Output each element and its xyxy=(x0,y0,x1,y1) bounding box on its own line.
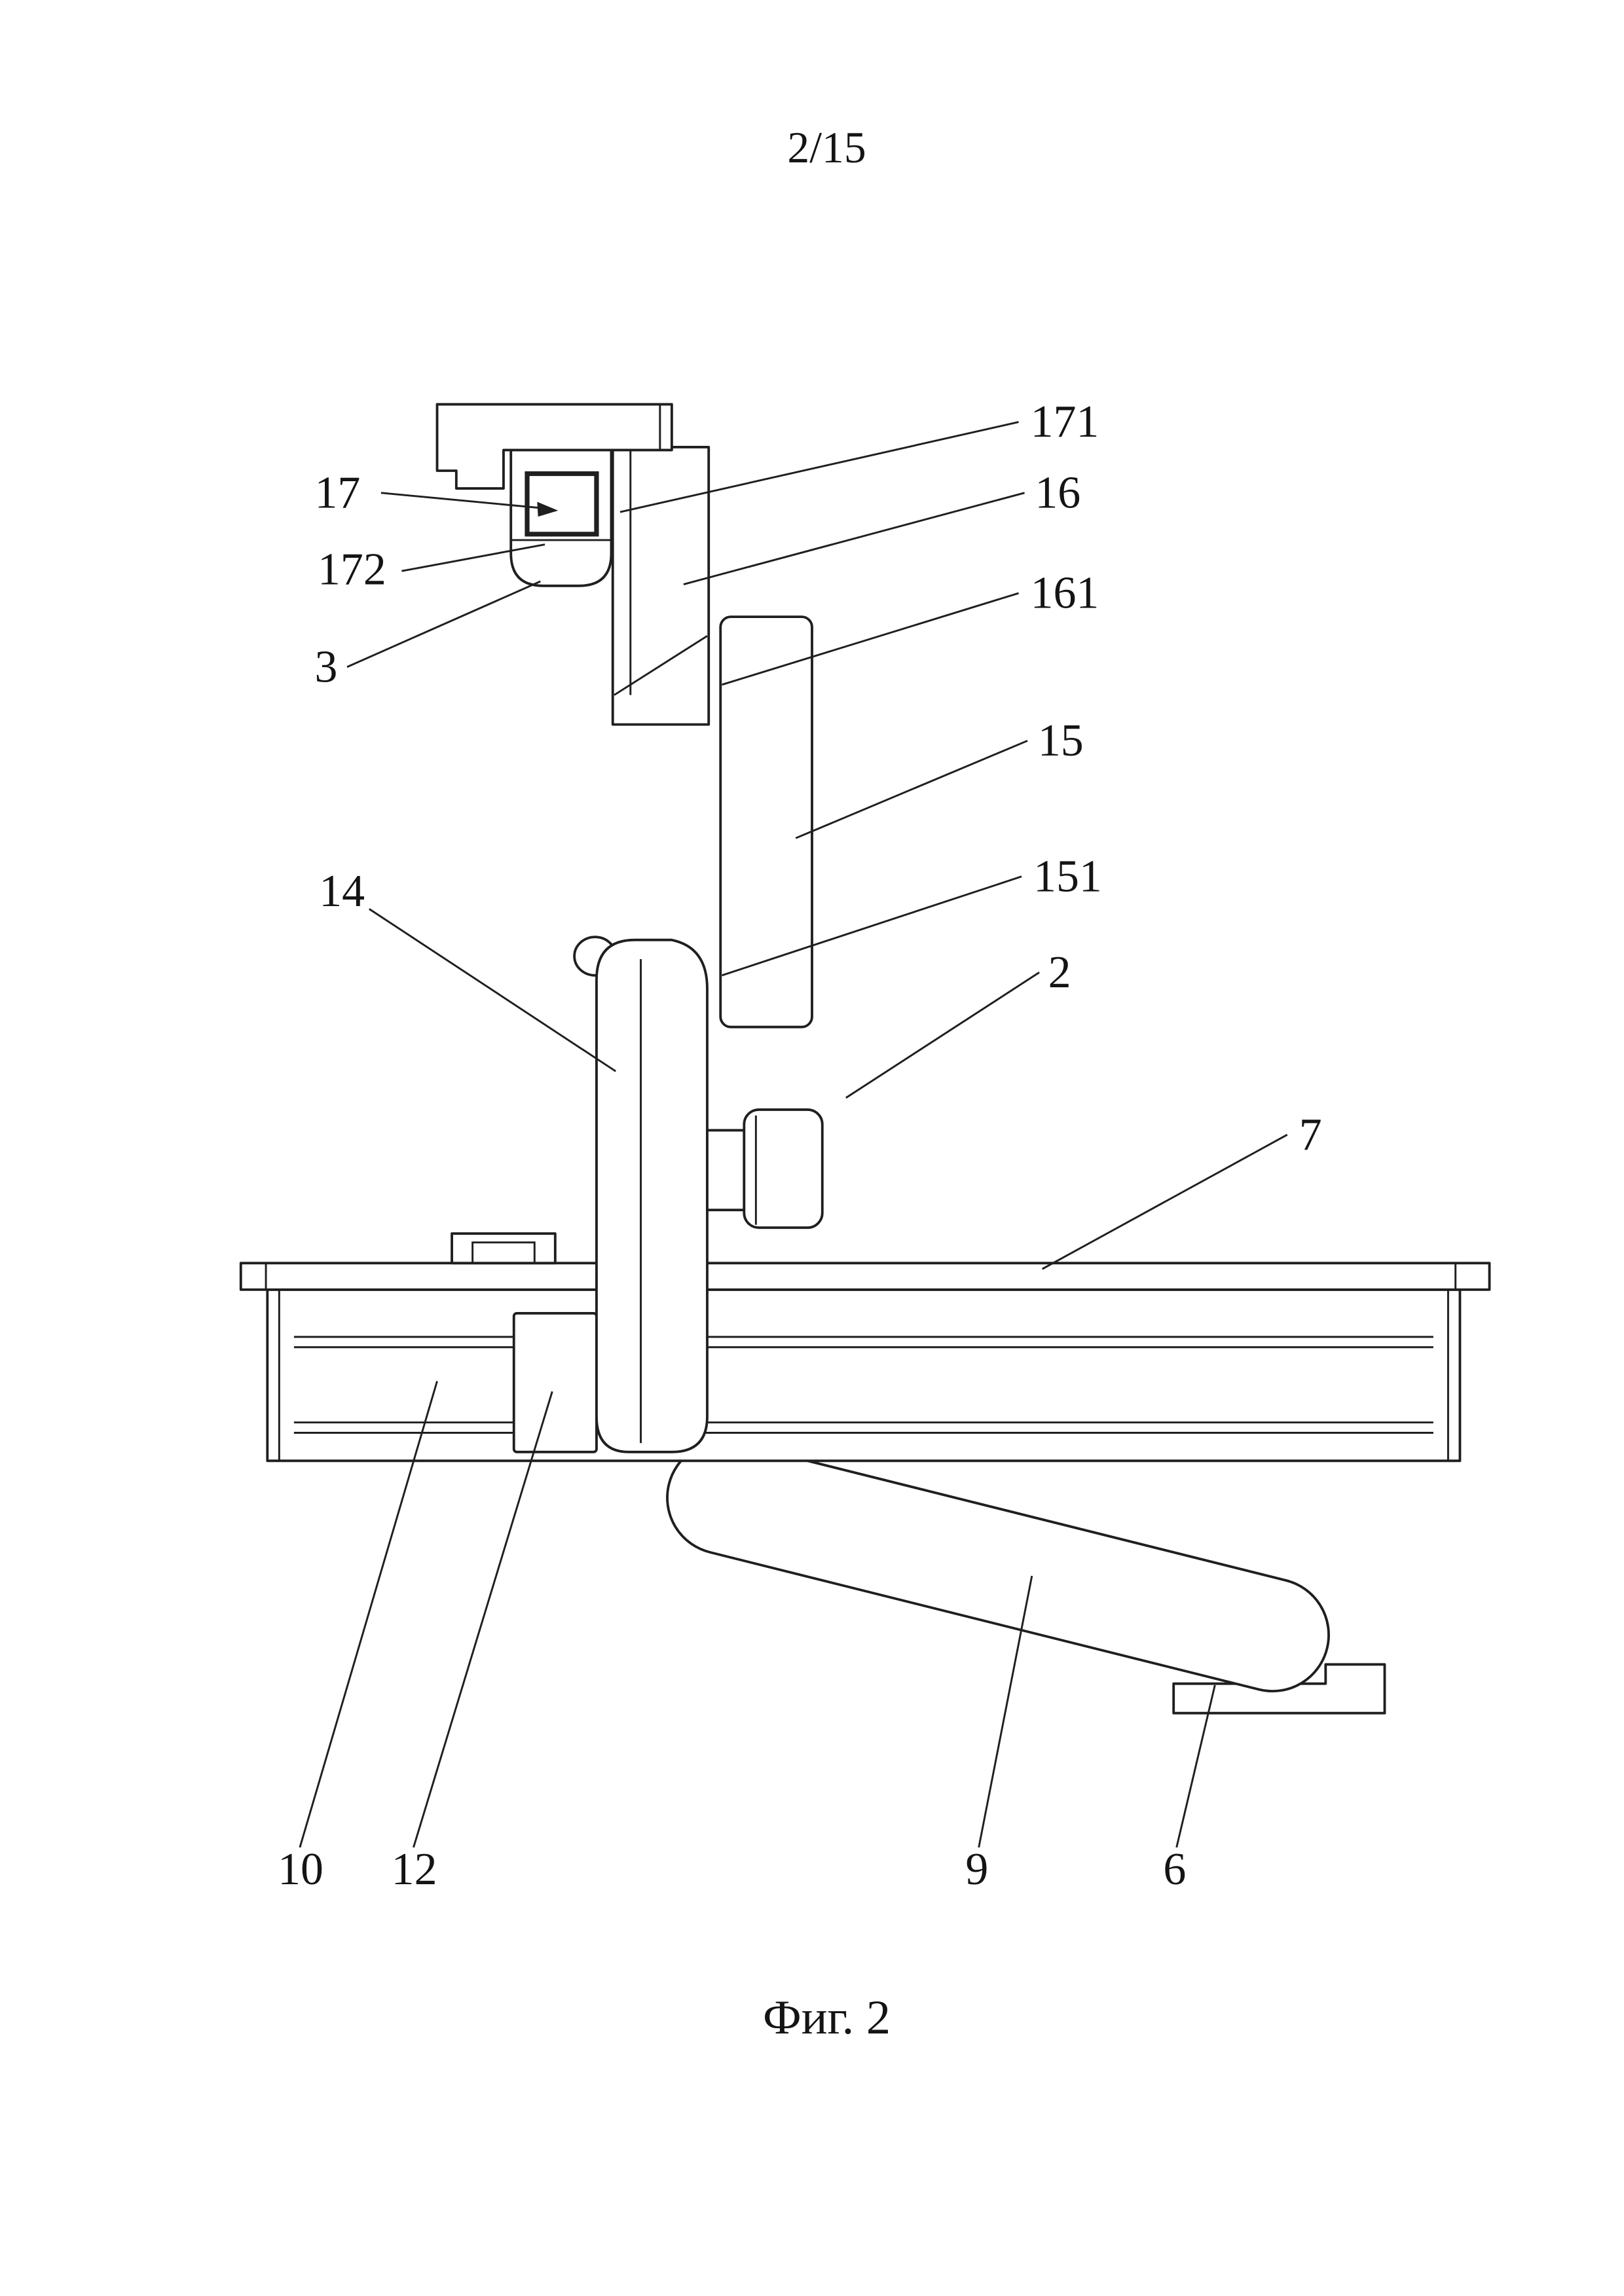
leader-151 xyxy=(722,875,1022,977)
upper-block-diagonal xyxy=(614,635,708,696)
top-plate-part xyxy=(435,403,673,490)
rail-top-plate-part xyxy=(239,1262,1491,1291)
ref-label-12: 12 xyxy=(392,1844,437,1895)
leader-lines xyxy=(299,421,1288,1848)
leader-10 xyxy=(299,1381,438,1848)
ref-label-171: 171 xyxy=(1031,397,1099,447)
clamp-bracket-part xyxy=(451,1232,557,1265)
ref-label-9: 9 xyxy=(965,1844,988,1895)
reference-labels: 171 16 161 15 151 2 7 17 172 3 14 10 12 … xyxy=(278,397,1322,1895)
ref-label-6: 6 xyxy=(1163,1844,1186,1895)
ref-label-2: 2 xyxy=(1048,947,1071,998)
rail-groove-lines xyxy=(293,1336,1433,1434)
ref-label-172: 172 xyxy=(318,545,386,595)
ref-label-161: 161 xyxy=(1031,568,1099,619)
ref-label-14: 14 xyxy=(319,866,365,917)
ref-label-151: 151 xyxy=(1033,851,1102,902)
ref-label-3: 3 xyxy=(314,642,337,692)
leader-171 xyxy=(619,421,1019,513)
leader-6 xyxy=(1175,1685,1216,1848)
ref-label-17: 17 xyxy=(314,467,360,518)
leader-15 xyxy=(795,740,1028,839)
ref-label-15: 15 xyxy=(1038,716,1084,766)
rail-end-edges xyxy=(278,1289,1449,1461)
knob-neck-part xyxy=(706,1129,746,1212)
leader-12 xyxy=(413,1391,553,1848)
clamp-bracket-inner xyxy=(471,1241,536,1264)
rail-body-part xyxy=(266,1288,1462,1463)
knob-part xyxy=(743,1108,824,1230)
leader-161 xyxy=(722,592,1019,686)
leader-14 xyxy=(369,908,617,1072)
leader-7 xyxy=(1041,1133,1288,1270)
slanted-arm-part xyxy=(666,1440,1330,1692)
leader-17 xyxy=(380,492,553,511)
figure-caption: Фиг. 2 xyxy=(763,1991,891,2045)
leader-3 xyxy=(346,580,541,668)
ref-label-7: 7 xyxy=(1299,1110,1322,1160)
leader-2 xyxy=(845,972,1040,1099)
ref-label-10: 10 xyxy=(278,1844,323,1895)
leader-172 xyxy=(401,543,545,572)
upper-block-part xyxy=(611,446,710,726)
column-panel-part xyxy=(719,615,813,1029)
vertical-arm-part xyxy=(595,938,709,1453)
rail-top-plate-ticks xyxy=(265,1263,1457,1290)
leader-9 xyxy=(978,1575,1033,1848)
page-number: 2/15 xyxy=(787,123,866,172)
ref-label-16: 16 xyxy=(1035,467,1080,518)
leader-17-arrowhead xyxy=(537,501,559,517)
carriage-block-part xyxy=(512,1312,598,1453)
leader-16 xyxy=(683,492,1025,585)
